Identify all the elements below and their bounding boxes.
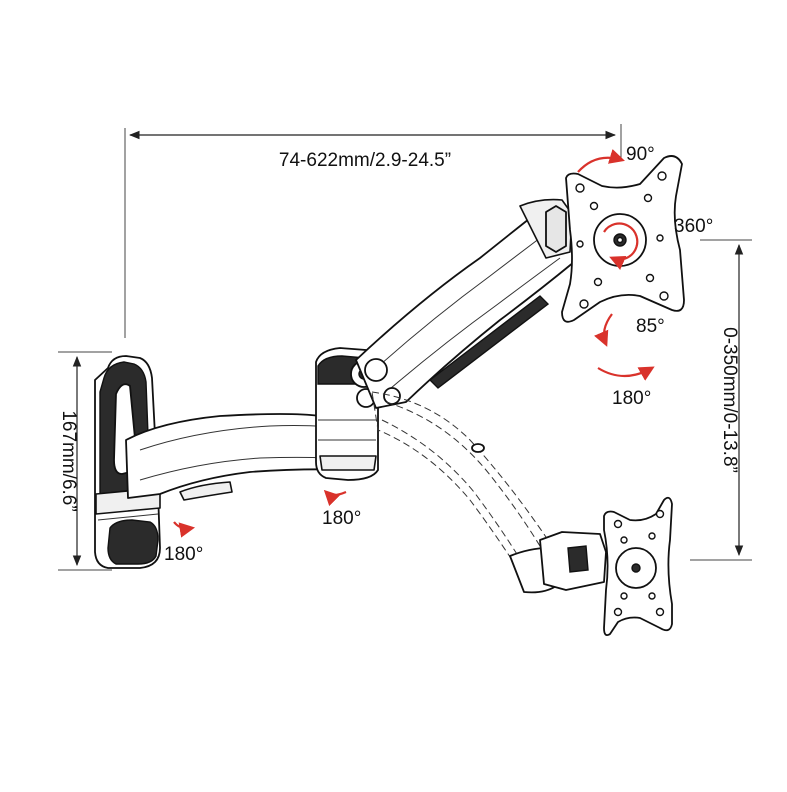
tilt-label: 90° xyxy=(626,144,655,165)
height-travel-dimension: 0-350mm/0-13.8” xyxy=(690,239,752,561)
elbow-swivel-label: 180° xyxy=(322,508,361,529)
tilt-arrow-icon xyxy=(577,149,625,173)
gas-spring-arm-lowered xyxy=(371,391,561,594)
elbow-swivel-arrow-icon xyxy=(323,489,347,507)
vesa-plate-upper xyxy=(545,155,685,323)
rotation-arrow-icon xyxy=(603,222,639,271)
reach-label: 74-622mm/2.9-24.5” xyxy=(279,150,451,171)
reach-dimension: 74-622mm/2.9-24.5” xyxy=(124,124,622,338)
vesa-plate-lower xyxy=(539,496,673,637)
pan-arrow-icon xyxy=(594,313,613,347)
wall-swivel-arrow-icon xyxy=(173,521,196,538)
height-travel-label: 0-350mm/0-13.8” xyxy=(719,327,740,473)
wall-swivel-label: 180° xyxy=(164,544,203,565)
rotation-indicators xyxy=(173,149,655,538)
wall-plate-height-dimension: 167mm/6.6” xyxy=(58,351,112,571)
pan-lower-label: 85° xyxy=(636,316,665,337)
gas-spring-arm-raised xyxy=(355,198,575,409)
rotation-label: 360° xyxy=(674,216,713,237)
wall-plate-height-label: 167mm/6.6” xyxy=(58,410,79,511)
head-swivel-arrow-icon xyxy=(597,366,655,381)
head-swivel-label: 180° xyxy=(612,388,651,409)
